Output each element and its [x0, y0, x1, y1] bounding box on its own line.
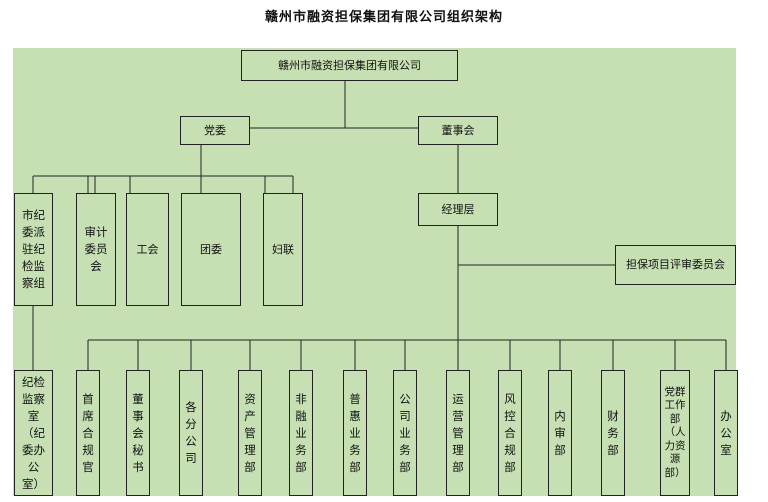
department-label: 各分公司	[185, 400, 197, 465]
department-label: 党群工作部（人力资源部）	[664, 385, 686, 479]
party-unit-audit: 审计委员会	[76, 193, 116, 306]
board-box: 董事会	[418, 116, 498, 145]
department-label: 普惠业务部	[349, 391, 361, 474]
department-label: 非融业务部	[295, 391, 307, 474]
department-risk-compliance: 风控合规部	[498, 370, 522, 496]
party-unit-label: 工会	[136, 242, 159, 256]
page-title: 赣州市融资担保集团有限公司组织架构	[264, 10, 503, 25]
department-asset-management: 资产管理部	[238, 370, 262, 496]
party-unit-label: 审计委员会	[84, 225, 108, 273]
department-label: 首席合规官	[82, 391, 94, 474]
department-label: 内审部	[554, 408, 566, 457]
party-unit-label: 妇联	[272, 242, 294, 256]
department-label: 风控合规部	[504, 391, 516, 474]
guarantee-committee-box: 担保项目评审委员会	[615, 245, 736, 285]
party-unit-union: 工会	[126, 193, 169, 306]
party-committee-label: 党委	[204, 123, 226, 137]
department-board-secretary: 董事会秘书	[126, 370, 150, 496]
department-operations: 运营管理部	[446, 370, 470, 496]
department-label: 运营管理部	[452, 391, 464, 474]
board-label: 董事会	[441, 123, 475, 137]
party-unit-label: 团委	[200, 242, 222, 256]
root-company-box: 赣州市融资担保集团有限公司	[241, 50, 458, 81]
party-unit-inspection: 市纪委派驻纪检监察组	[14, 193, 53, 306]
party-unit-youth-league: 团委	[181, 193, 241, 306]
party-unit-women-federation: 妇联	[263, 193, 303, 306]
department-label: 董事会秘书	[132, 391, 144, 474]
party-committee-box: 党委	[180, 116, 250, 145]
party-unit-label: 市纪委派驻纪检监察组	[22, 208, 45, 290]
department-label: 公司业务部	[399, 391, 411, 474]
department-internal-audit: 内审部	[548, 370, 572, 496]
manager-level-box: 经理层	[418, 193, 498, 226]
manager-level-label: 经理层	[441, 202, 475, 216]
root-company-label: 赣州市融资担保集团有限公司	[278, 58, 421, 72]
department-non-financing: 非融业务部	[289, 370, 313, 496]
department-label: 资产管理部	[244, 391, 256, 474]
department-corporate-business: 公司业务部	[393, 370, 417, 496]
department-discipline-office: 纪检监察室（纪委办公室）	[14, 370, 53, 496]
department-label: 办公室	[720, 408, 732, 457]
guarantee-committee-label: 担保项目评审委员会	[626, 258, 725, 272]
department-party-hr: 党群工作部（人力资源部）	[660, 370, 690, 496]
department-chief-compliance: 首席合规官	[76, 370, 100, 496]
department-general-office: 办公室	[714, 370, 738, 496]
department-label: 财务部	[607, 408, 619, 457]
department-label: 纪检监察室（纪委办公室）	[22, 374, 45, 491]
department-inclusive-business: 普惠业务部	[343, 370, 367, 496]
department-branches: 各分公司	[179, 370, 203, 496]
department-finance: 财务部	[601, 370, 625, 496]
